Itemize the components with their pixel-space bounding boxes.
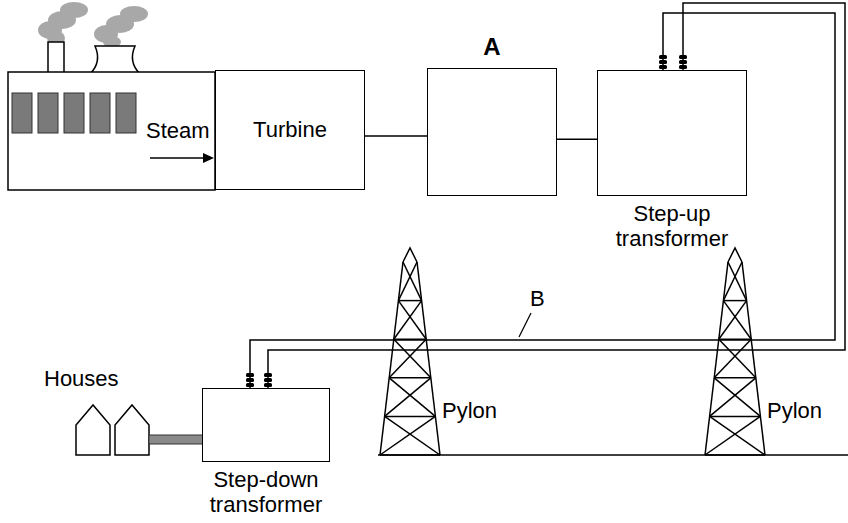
insulator bbox=[659, 65, 667, 69]
turbine-box: Turbine bbox=[215, 70, 365, 190]
leader-line bbox=[519, 313, 531, 337]
cable-label: B bbox=[530, 286, 545, 311]
houses bbox=[76, 405, 149, 455]
pylons bbox=[380, 248, 765, 455]
box-caption: Step-up transformer bbox=[588, 201, 756, 252]
wire bbox=[365, 135, 427, 137]
insulator bbox=[246, 373, 254, 377]
smoke bbox=[38, 2, 148, 48]
steam-label: Steam bbox=[146, 118, 210, 143]
generator-box: A bbox=[427, 68, 557, 196]
insulator bbox=[264, 383, 272, 387]
insulator bbox=[246, 383, 254, 387]
pylon-label: Pylon bbox=[767, 398, 822, 423]
box-label: Turbine bbox=[247, 117, 333, 142]
steam-arrow bbox=[150, 153, 214, 163]
pylon-tower bbox=[380, 248, 440, 455]
connecting-wire bbox=[557, 139, 597, 140]
insulator bbox=[659, 60, 667, 64]
connecting-wire bbox=[365, 136, 427, 137]
wire bbox=[557, 139, 597, 141]
box-caption: Step-down transformer bbox=[193, 467, 339, 518]
cable-wire bbox=[250, 13, 835, 373]
transformer-box: Step-down transformer bbox=[202, 388, 330, 462]
insulator bbox=[659, 55, 667, 59]
insulator bbox=[679, 65, 687, 69]
transmission-cable bbox=[246, 3, 845, 388]
power-station bbox=[8, 42, 215, 190]
station-windows bbox=[12, 93, 136, 133]
box-caption: A bbox=[418, 33, 566, 61]
insulator bbox=[264, 378, 272, 382]
house-supply-cable bbox=[149, 435, 203, 444]
houses-label: Houses bbox=[44, 366, 119, 391]
insulator bbox=[679, 60, 687, 64]
transformer-box: Step-up transformer bbox=[597, 70, 747, 196]
pylon-label: Pylon bbox=[442, 398, 497, 423]
insulator bbox=[679, 55, 687, 59]
pylon-tower bbox=[705, 248, 765, 455]
insulator bbox=[264, 373, 272, 377]
ground-line bbox=[378, 454, 848, 456]
insulator bbox=[246, 378, 254, 382]
